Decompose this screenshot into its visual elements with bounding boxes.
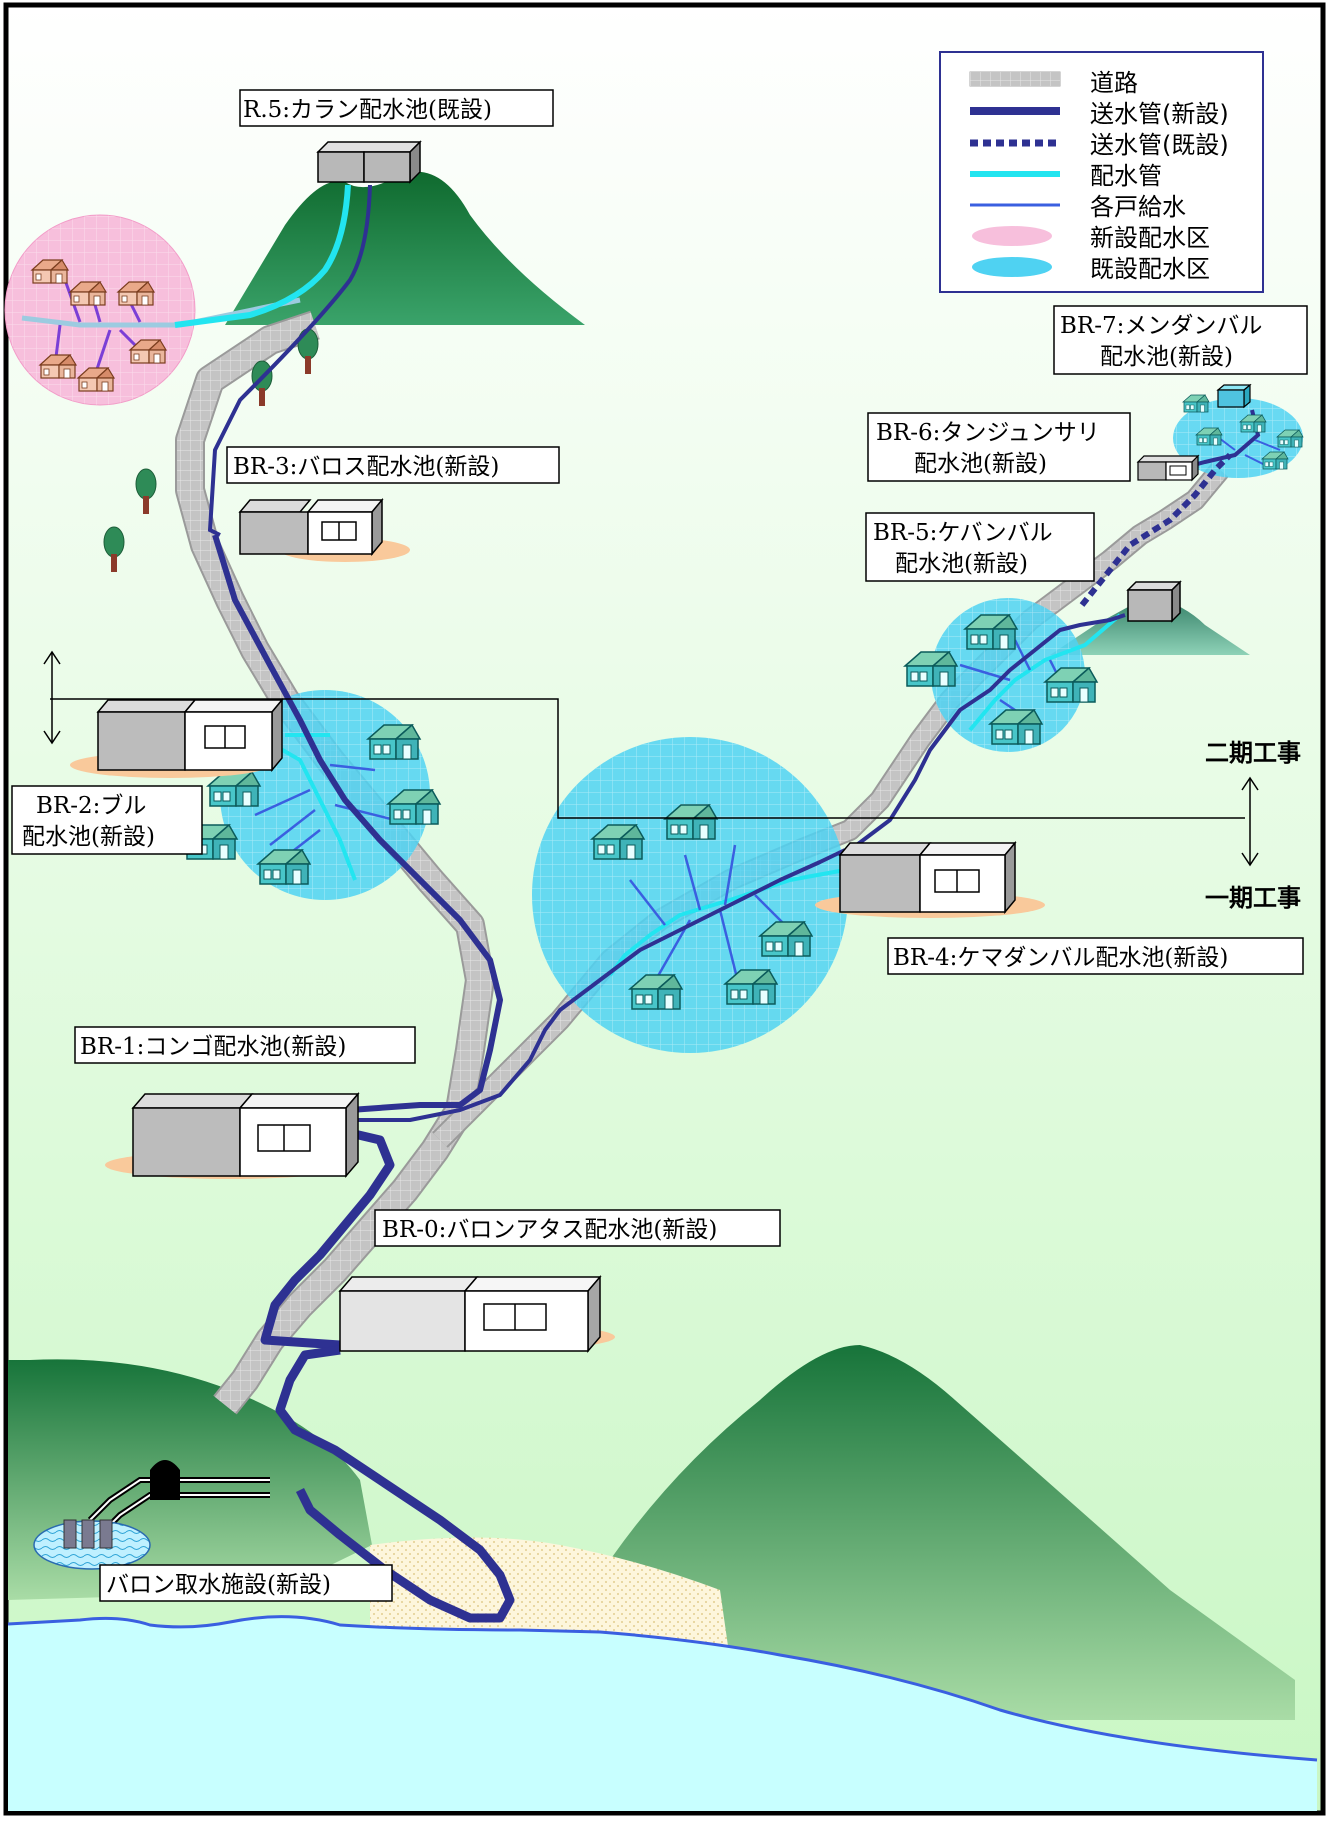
r5-distribution-pipe xyxy=(174,184,351,328)
br1-label: BR-1:コンゴ配水池(新設) xyxy=(80,1034,346,1060)
legend-road-label: 道路 xyxy=(1090,69,1138,97)
intake-wells xyxy=(63,1519,113,1549)
legend-transmission-new-label: 送水管(新設) xyxy=(1090,100,1229,128)
legend-existing-zone-swatch xyxy=(972,257,1052,277)
intake-tunnel-portal xyxy=(150,1460,180,1500)
existing-transmission-pipe xyxy=(1079,452,1233,607)
br7-label-line1: BR-7:メンダンバル xyxy=(1060,313,1262,339)
legend-existing-zone-label: 既設配水区 xyxy=(1090,255,1210,283)
br4-label-box: BR-4:ケマダンバル配水池(新設) xyxy=(887,937,1304,975)
legend: 道路 送水管(新設) 送水管(既設) 配水管 各戸給水 新設配水区 既設配水区 xyxy=(939,51,1264,293)
sea xyxy=(8,1616,1317,1811)
road-main xyxy=(177,312,493,1414)
br5-label-box: BR-5:ケバンバル 配水池(新設) xyxy=(865,512,1095,582)
br0-label: BR-0:バロンアタス配水池(新設) xyxy=(382,1217,717,1243)
phase1-label: 一期工事 xyxy=(1205,884,1301,912)
br3-reservoir xyxy=(238,497,384,557)
br5-label-line2: 配水池(新設) xyxy=(895,551,1028,577)
br3-label-box: BR-3:バロス配水池(新設) xyxy=(226,446,560,484)
phase-boundary-line xyxy=(50,698,1245,819)
r5-reservoir xyxy=(316,140,422,184)
right-shore-mountain xyxy=(590,1345,1295,1720)
br6-reservoir xyxy=(1136,454,1200,482)
intake-conduit-inner xyxy=(89,1479,270,1521)
br5-label-line1: BR-5:ケバンバル xyxy=(873,520,1053,546)
legend-road-swatch xyxy=(969,71,1061,87)
kebanbal-hill xyxy=(1050,595,1250,655)
intake-label-box: バロン取水施設(新設) xyxy=(99,1564,393,1602)
intake-label: バロン取水施設(新設) xyxy=(106,1572,331,1598)
legend-new-zone-label: 新設配水区 xyxy=(1090,224,1210,252)
br7-reservoir xyxy=(1216,383,1252,409)
br4-zone-grid xyxy=(532,737,848,1053)
br7-label-line2: 配水池(新設) xyxy=(1100,344,1233,370)
r5-transmission-pipe xyxy=(207,184,372,537)
br0-label-box: BR-0:バロンアタス配水池(新設) xyxy=(374,1209,781,1247)
br1-label-box: BR-1:コンゴ配水池(新設) xyxy=(74,1026,416,1064)
br2-label-box: BR-2:ブル 配水池(新設) xyxy=(11,785,203,855)
phase2-label: 二期工事 xyxy=(1205,739,1301,767)
br4-label: BR-4:ケマダンバル配水池(新設) xyxy=(893,945,1228,971)
phase-arrow-right xyxy=(1241,776,1259,867)
new-zone-main-pipe xyxy=(21,297,301,328)
karan-mountain xyxy=(225,171,585,325)
coastline xyxy=(7,1615,1318,1762)
r5-label-box: R.5:カラン配水池(既設) xyxy=(239,89,554,127)
br0-reservoir xyxy=(338,1274,602,1354)
br4-reservoir xyxy=(838,840,1017,915)
br4-distribution-pipes xyxy=(608,868,846,977)
transmission-pipes xyxy=(212,534,1126,1623)
legend-transmission-existing-label: 送水管(既設) xyxy=(1090,131,1229,159)
br6-label-line1: BR-6:タンジュンサリ xyxy=(876,420,1100,446)
br2-reservoir xyxy=(96,697,284,773)
legend-distribution-label: 配水管 xyxy=(1090,162,1162,190)
br5-reservoir xyxy=(1126,580,1182,623)
br3-label: BR-3:バロス配水池(新設) xyxy=(233,454,499,480)
legend-new-zone-swatch xyxy=(972,226,1052,246)
br6-label-line2: 配水池(新設) xyxy=(914,451,1047,477)
phase-arrow-left xyxy=(43,650,61,745)
br7-label-box: BR-7:メンダンバル 配水池(新設) xyxy=(1053,305,1308,375)
legend-house-supply-label: 各戸給水 xyxy=(1090,193,1186,221)
br2-label-line2: 配水池(新設) xyxy=(22,824,155,850)
br1-reservoir xyxy=(131,1091,360,1179)
r5-label: R.5:カラン配水池(既設) xyxy=(243,97,492,123)
br6-label-box: BR-6:タンジュンサリ 配水池(新設) xyxy=(867,412,1131,482)
br2-label-line1: BR-2:ブル xyxy=(36,793,146,819)
